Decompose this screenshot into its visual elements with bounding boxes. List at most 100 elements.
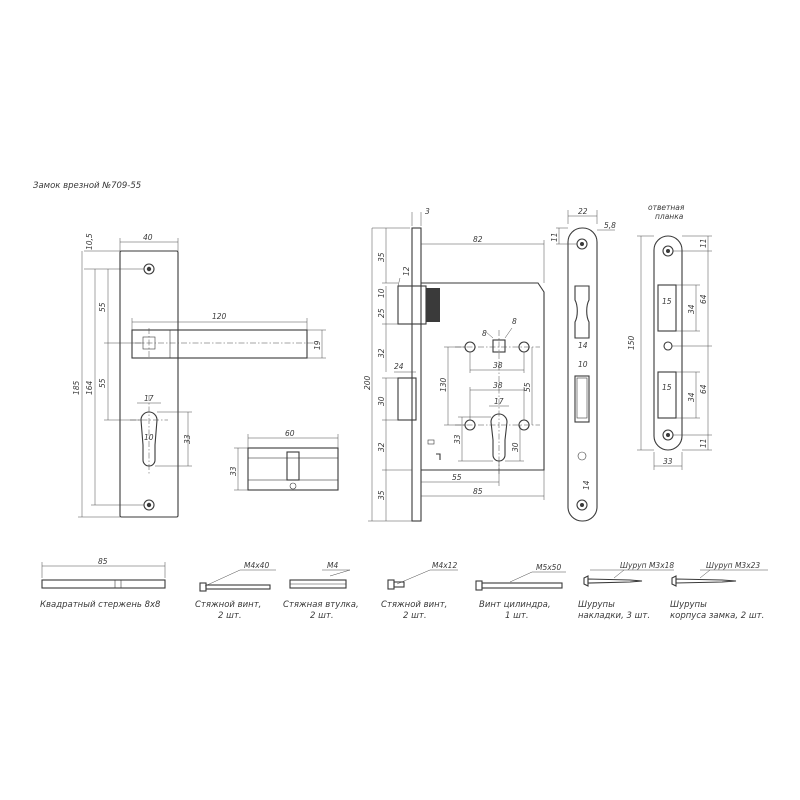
dim-35-top: 35 <box>377 252 386 262</box>
dim-55-upper: 55 <box>98 302 107 312</box>
part-spec-m5x50: M5x50 <box>536 563 561 572</box>
part-label-m3x18-2: накладки, 3 шт. <box>578 611 650 621</box>
strike-bolt-window <box>657 371 677 419</box>
dim-8-right: 8 <box>512 317 517 326</box>
dim-33-handle: 33 <box>183 434 192 444</box>
dim-34-lower: 34 <box>687 392 696 402</box>
latch-tail <box>426 288 440 322</box>
edge-latch-window <box>574 285 590 339</box>
dim-22: 22 <box>578 207 588 216</box>
dim-11-edge: 11 <box>550 232 559 242</box>
edge-plate: 22 5,8 11 14 10 14 <box>550 207 616 522</box>
dim-38-upper: 38 <box>493 361 503 370</box>
dim-33-strike: 33 <box>663 457 673 466</box>
dim-60: 60 <box>285 429 295 438</box>
part-spec-m3x23: Шуруп М3х23 <box>706 561 760 570</box>
strike-plate-outline <box>653 235 683 451</box>
dim-164: 164 <box>85 380 94 395</box>
dim-33-lock: 33 <box>453 434 462 444</box>
dim-120: 120 <box>212 312 227 321</box>
part-m3x23-screw: Шуруп М3х23 Шурупы корпуса замка, 2 шт. <box>670 561 768 621</box>
part-m4x12-screw: M4x12 Стяжной винт, 2 шт. <box>381 561 458 621</box>
dim-10: 10 <box>144 433 154 442</box>
strike-plate: ответная планка 15 15 11 34 64 150 34 <box>627 203 712 470</box>
edge-hole <box>577 451 587 461</box>
edge-screw-bottom <box>576 499 588 511</box>
dim-10-lock: 10 <box>377 288 386 298</box>
dim-10-5: 10,5 <box>85 233 94 250</box>
lock-case <box>421 282 545 471</box>
dim-30-lock: 30 <box>511 442 520 452</box>
dim-64-upper: 64 <box>699 294 708 304</box>
part-m4-bushing: M4 Стяжная втулка, 2 шт. <box>283 561 359 621</box>
part-label-m4-1: Стяжная втулка, <box>283 600 359 610</box>
part-square-rod: 85 Квадратный стержень 8х8 <box>40 557 166 610</box>
part-label-m4x40-1: Стяжной винт, <box>195 600 261 610</box>
part-label-m4-2: 2 шт. <box>310 611 334 621</box>
dead-bolt <box>397 377 417 421</box>
strike-latch-window <box>657 284 677 332</box>
dim-10-edge: 10 <box>578 360 588 369</box>
part-label-m5x50-1: Винт цилиндра, <box>479 600 551 610</box>
cylinder-screw-hole <box>289 482 297 490</box>
faceplate <box>411 227 422 522</box>
dim-12-lock: 12 <box>402 266 411 276</box>
dim-82: 82 <box>473 235 483 244</box>
edge-plate-outline <box>567 227 598 522</box>
rod-shape <box>41 579 166 589</box>
cylinder-band <box>247 457 339 481</box>
part-label-m3x23-2: корпуса замка, 2 шт. <box>670 611 764 621</box>
part-spec-m4: M4 <box>327 561 338 570</box>
strike-title-1: ответная <box>648 203 685 212</box>
handle-plate-outline <box>119 250 179 518</box>
drawing-title: Замок врезной №709-55 <box>33 181 141 191</box>
part-m3x18-screw: Шуруп М3х18 Шурупы накладки, 3 шт. <box>578 561 674 621</box>
handle-plate: 40 10,5 55 55 185 164 17 10 33 120 19 <box>72 233 326 518</box>
dim-24: 24 <box>394 362 404 371</box>
dim-32-lower: 32 <box>377 442 386 452</box>
part-label-m4x40-2: 2 шт. <box>218 611 242 621</box>
dim-17: 17 <box>144 394 154 403</box>
dim-5-8: 5,8 <box>604 221 616 230</box>
screw-hole-top-core <box>146 266 152 272</box>
dim-33-cylinder: 33 <box>229 466 238 476</box>
spindle-square-lock <box>492 339 506 353</box>
part-m5x50-screw: M5x50 Винт цилиндра, 1 шт. <box>475 563 566 621</box>
lever <box>131 329 308 359</box>
part-spec-m3x18: Шуруп М3х18 <box>620 561 674 570</box>
strike-hole-mid <box>663 341 673 351</box>
dim-38-lower: 38 <box>493 381 503 390</box>
part-spec-rod: 85 <box>98 557 108 566</box>
cylinder: 60 33 <box>229 429 339 491</box>
dim-25-lock: 25 <box>377 308 386 318</box>
part-label-m4x12-2: 2 шт. <box>403 611 427 621</box>
dim-32-upper: 32 <box>377 348 386 358</box>
lock-cylinder-cutout <box>490 413 508 462</box>
dim-35-bottom: 35 <box>377 490 386 500</box>
dim-40: 40 <box>143 233 153 242</box>
parts-row: 85 Квадратный стержень 8х8 M4x40 Стяжной… <box>40 557 768 621</box>
hook-mark <box>436 453 441 460</box>
dim-11-strike-top: 11 <box>699 238 708 248</box>
part-spec-m4x40: M4x40 <box>244 561 269 570</box>
part-m4x40-screw: M4x40 Стяжной винт, 2 шт. <box>195 561 276 621</box>
part-label-m5x50-2: 1 шт. <box>505 611 529 621</box>
part-label-m4x12-1: Стяжной винт, <box>381 600 447 610</box>
dim-14-lower: 14 <box>582 480 591 490</box>
cylinder-cam <box>286 451 300 481</box>
dim-11-strike-bottom: 11 <box>699 438 708 448</box>
dim-55-mid: 55 <box>98 378 107 388</box>
dim-150: 150 <box>627 335 636 350</box>
dim-55-vertical: 55 <box>523 382 532 392</box>
dim-200: 200 <box>363 375 372 390</box>
part-spec-m4x12: M4x12 <box>432 561 457 570</box>
strike-title-2: планка <box>655 212 684 221</box>
edge-bolt-window <box>574 375 590 423</box>
screw-hole-bottom-core <box>146 502 152 508</box>
dim-34-upper: 34 <box>687 304 696 314</box>
dim-3: 3 <box>425 207 430 216</box>
dim-19: 19 <box>313 340 322 350</box>
dim-30-deadbolt: 30 <box>377 396 386 406</box>
lock-body: 82 3 35 10 12 25 32 24 200 30 32 35 <box>363 207 545 522</box>
